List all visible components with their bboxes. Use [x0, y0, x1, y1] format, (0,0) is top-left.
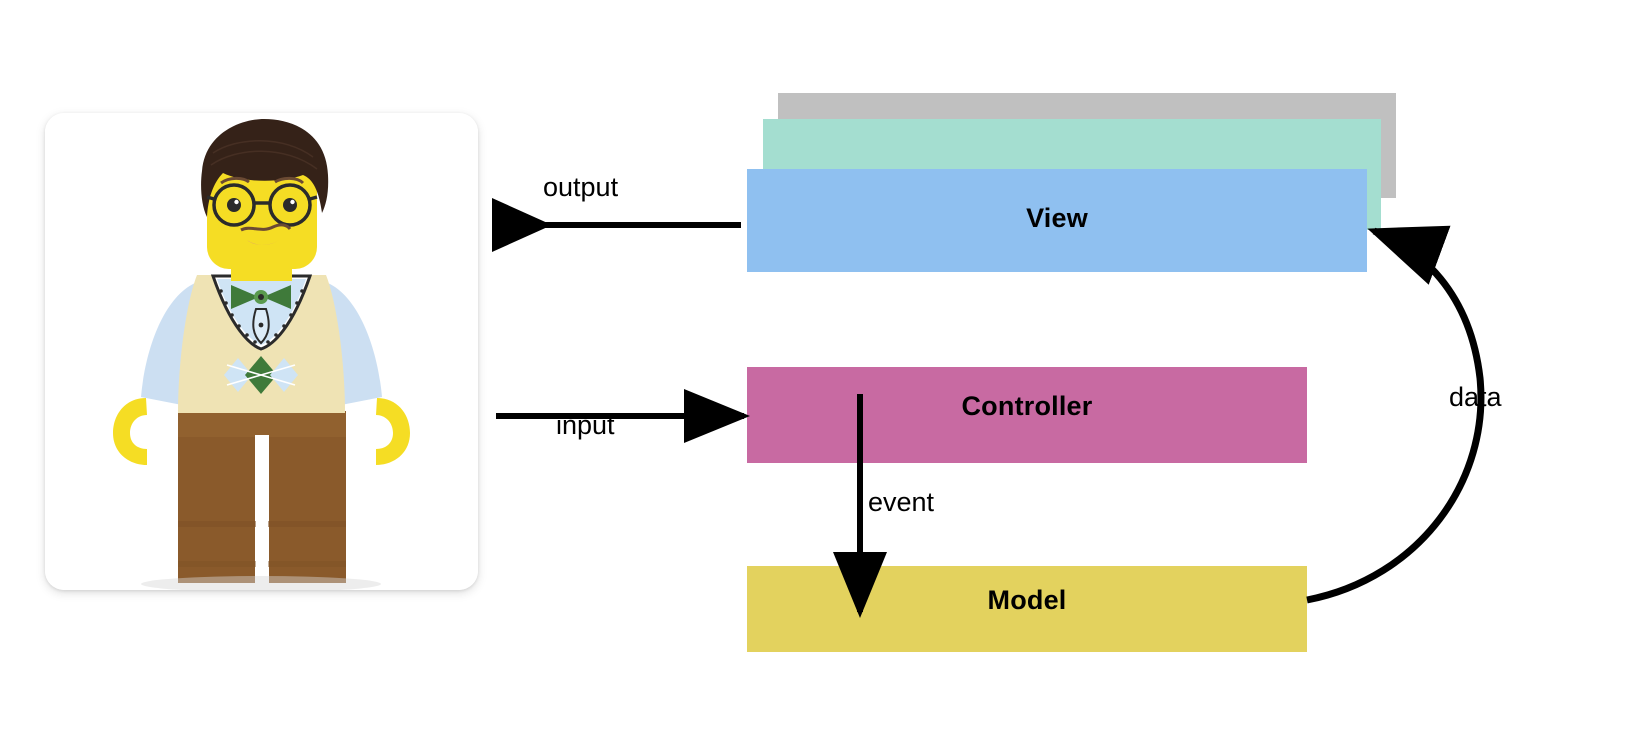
- input-edge-label: input: [556, 410, 615, 440]
- model-box[interactable]: Model: [747, 566, 1307, 652]
- event-edge-label: event: [868, 487, 935, 517]
- output-edge-label: output: [543, 172, 619, 202]
- view-box[interactable]: View: [747, 169, 1367, 272]
- model-label: Model: [987, 585, 1067, 615]
- controller-box[interactable]: Controller: [747, 367, 1307, 463]
- lego-minifigure-illustration: [45, 113, 478, 590]
- view-label: View: [1026, 203, 1088, 233]
- lego-minifigure-image: [45, 113, 478, 590]
- data-edge-label: data: [1449, 382, 1502, 412]
- data-arrow: [1306, 225, 1485, 604]
- user-photo-card: [45, 113, 478, 590]
- controller-label: Controller: [961, 391, 1093, 421]
